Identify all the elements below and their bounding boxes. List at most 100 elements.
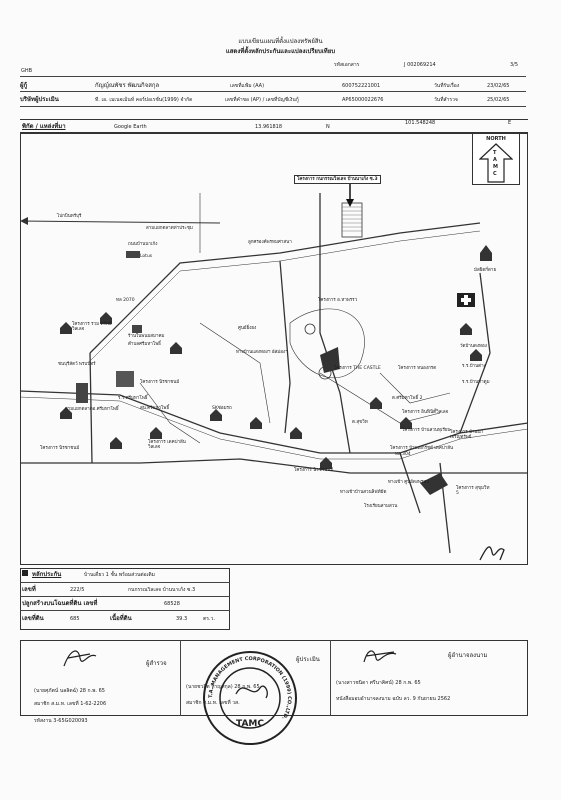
appraiser-role: ผู้ประเมิน — [296, 656, 320, 663]
longitude-e: E — [508, 120, 512, 126]
asset-no: 222/5 — [70, 587, 85, 593]
map-label-32: โครงการ นิรชาชนม์ — [294, 468, 334, 473]
asset-box — [20, 568, 230, 630]
map-label-33: ทล.304 — [395, 452, 411, 457]
approver-signature — [363, 650, 397, 663]
document-title: แบบเขียนแผนที่ตั้งแปลงทรัพย์สิน — [238, 38, 323, 45]
map-label-10: ร.ร.ศรีมหาโพธิ์ — [118, 396, 148, 401]
north-letter-c: C — [493, 171, 497, 177]
submit-date-label: วันที่รับเรื่อง — [434, 83, 460, 89]
map-label-8: ชนบุรีสัตว์ พรบบีทร์ — [58, 362, 96, 367]
map-label-17: โครงการ เดคปาลีน วิลเลจ — [148, 440, 186, 450]
map-label-24: โครงการ อินฟินิตี้วิลเลจ — [402, 410, 449, 415]
map-label-25: โครงการ บ้านสวนทุเรียน — [402, 428, 451, 433]
map-label-4: ทล 2070 — [116, 298, 135, 303]
borrower-label: ผู้กู้ — [20, 82, 28, 89]
north-arrow-box: NORTH T A M C — [472, 133, 520, 185]
survey-date: 25/02/65 — [487, 97, 510, 103]
company-stamp-icon: T.A. MANAGEMENT CORPORATION (1999) CO.,L… — [203, 651, 297, 745]
map-label-0: ไปกบินทร์บุรี — [57, 214, 82, 219]
area-unit: ตร.ว. — [203, 616, 215, 622]
map-label-14: ลูกศรองค์พรหมศาสนา — [248, 240, 292, 245]
file-ref: J 002069214 — [404, 62, 436, 68]
map-label-12: สน.ศรีมหาโพธิ์ — [140, 406, 170, 411]
map-label-30: โครงการ บ้านนาเจริญทรัพย์ — [450, 430, 484, 440]
ap-label: เลขที่คำขอ (AP) / เลขที่บัญชีเงินกู้ — [225, 97, 299, 103]
map-label-9: โครงการ นิรชาชนม์ — [140, 380, 180, 385]
stamp-ring-text: T.A. MANAGEMENT CORPORATION (1999) CO.,L… — [208, 656, 292, 721]
map-label-19: ศูนย์ยิ่งยง — [238, 326, 257, 331]
asset-type: บ้านเดี่ยว 1 ชั้น พร้อมส่วนต่อเติม — [84, 572, 155, 578]
bank-code: GHB — [21, 68, 33, 74]
appraiser-name: (นายชวลิต หาญสกุล) 28 ก.พ. 65 — [186, 684, 260, 690]
asset-label: หลักประกัน — [32, 571, 62, 578]
asset-no-label: เลขที่ — [22, 586, 36, 593]
surveyor-name: (นายศุภัตน์ นลลิตฉ์) 28 ก.พ. 65 — [34, 688, 105, 694]
map-label-7: ตำบลศรีมหาโพธิ์ — [128, 342, 161, 347]
svg-text:T.A. MANAGEMENT CORPORATION (1: T.A. MANAGEMENT CORPORATION (1999) CO.,L… — [208, 656, 292, 721]
map-label-6: ร้านในพนมสมาคม — [128, 334, 165, 339]
map-label-37: ทางเข้า ศูนย์ดงพรหม — [388, 480, 430, 485]
map-label-15: โครงการ อ.หาพรรว — [318, 298, 358, 303]
account-label: เลขที่แฟ้ม (AA) — [230, 83, 265, 89]
map-frame — [20, 133, 528, 565]
area-value: 39.3 — [176, 616, 188, 622]
map-label-2: ถนนบ้านนาเก้ง — [128, 242, 158, 247]
appraiser-license: สมาชิก ส.ม.ท. เลขที่ วส. — [186, 700, 240, 706]
approver-note: หนังสือมอบอำนาจลงนาม ฉบับ ลว. 9 กันยายน … — [336, 696, 451, 702]
survey-date-label: วันที่สำรวจ — [434, 97, 458, 103]
map-label-22: โครงการ THE CASTLE — [334, 366, 381, 371]
file-ref-label: รหัสเอกสาร — [334, 62, 360, 68]
deed-number: 68528 — [164, 601, 180, 607]
map-label-29: โครงการ หนองกรด — [398, 366, 437, 371]
coordinates-source: Google Earth — [114, 124, 147, 130]
area-label: เนื้อที่ดิน — [110, 615, 132, 622]
location-map — [20, 183, 528, 554]
north-letter-m: M — [493, 164, 498, 170]
ap-number: AP65000022676 — [342, 97, 384, 103]
asset-project: กนกรรณวิลเลจ บ้านนาเก้ง ซ.3 — [128, 587, 196, 593]
map-label-31: โครงการ บ้านเอกรัชต์ เดคปาลีน — [390, 446, 454, 451]
north-label: NORTH — [486, 136, 506, 142]
north-arrow-icon — [479, 143, 513, 183]
surveyor-signature — [63, 650, 97, 667]
map-project-title: โครงการ กนกรรณวิลเลจ บ้านนาเก้ง ซ.3 — [294, 175, 381, 184]
document-subtitle: แสดงที่ตั้งหลักประกันและแปลงเปรียบเทียบ — [225, 48, 336, 55]
map-label-28: ต.สุขวิท — [352, 420, 368, 425]
company-label: บริษัทผู้ประเมิน — [20, 96, 59, 103]
map-label-20: ทางบ้านแสงทองฯ อัสม่องฯ — [236, 350, 288, 355]
map-label-1: สามแยกตลาดท่าประชุม — [146, 226, 193, 231]
map-label-3: Lotus — [140, 254, 153, 259]
map-label-21: SKซ่อมรถ — [212, 406, 232, 411]
approver-name: (นางสาวชนิดา ศรีนาคิศน์) 28 ก.พ. 65 — [336, 680, 421, 686]
coordinates-label: พิกัด / แหล่งที่มา — [22, 123, 66, 130]
company-name: ที. เอ. เมเนจเม้นท์ คอร์ปอเรชั่น(1999) จ… — [95, 97, 193, 103]
map-label-5: โครงการ รวม ทรัพย์ วิลเลจ — [72, 322, 112, 332]
borrower-name: กัญญ์ณพัชร พัฒนกิจสกุล — [95, 82, 160, 89]
land-no: 685 — [70, 616, 80, 622]
land-no-label: เลขที่ดิน — [22, 615, 44, 622]
surveyor-license: สมาชิก ส.ม.ท. เลขที่ 1-62-2206 — [34, 701, 107, 707]
map-label-13: มัสยิดกี่ดาย — [474, 268, 497, 273]
north-letter-t: T — [493, 150, 497, 156]
submit-date: 23/02/65 — [487, 83, 510, 89]
latitude: 13.961818 — [255, 124, 283, 130]
map-label-35: ทางเข้าบ้านสวนลิฟท์มีต — [340, 490, 387, 495]
initial-signature — [479, 546, 505, 561]
longitude: 101.548248 — [405, 120, 436, 126]
map-label-18: ร.ร.บ้านต่าง — [462, 364, 486, 369]
map-label-36: โรงเรียนสามสวน — [364, 504, 398, 509]
asset-marker — [22, 570, 28, 576]
surveyor-role: ผู้สำรวจ — [146, 660, 167, 667]
map-label-23: ต.ศรีมหาโพธิ์ 2 — [392, 396, 423, 401]
document-code: รหัสงาน 3-65G020093 — [34, 718, 88, 724]
map-label-16: โครงการ นิรชาชนม์ — [40, 446, 80, 451]
deed-label: ปลูกสร้างบนโฉนดที่ดิน เลขที่ — [22, 600, 98, 607]
stamp-inner-text: TAMC — [236, 719, 264, 729]
map-label-26: วัดบ้านดงทอง — [460, 344, 487, 349]
page-number: 3/5 — [510, 62, 519, 68]
latitude-n: N — [326, 124, 330, 130]
map-label-27: ร.ร.บ้านท่าตูม — [462, 380, 490, 385]
approver-role: ผู้อำนาจลงนาม — [448, 652, 488, 659]
